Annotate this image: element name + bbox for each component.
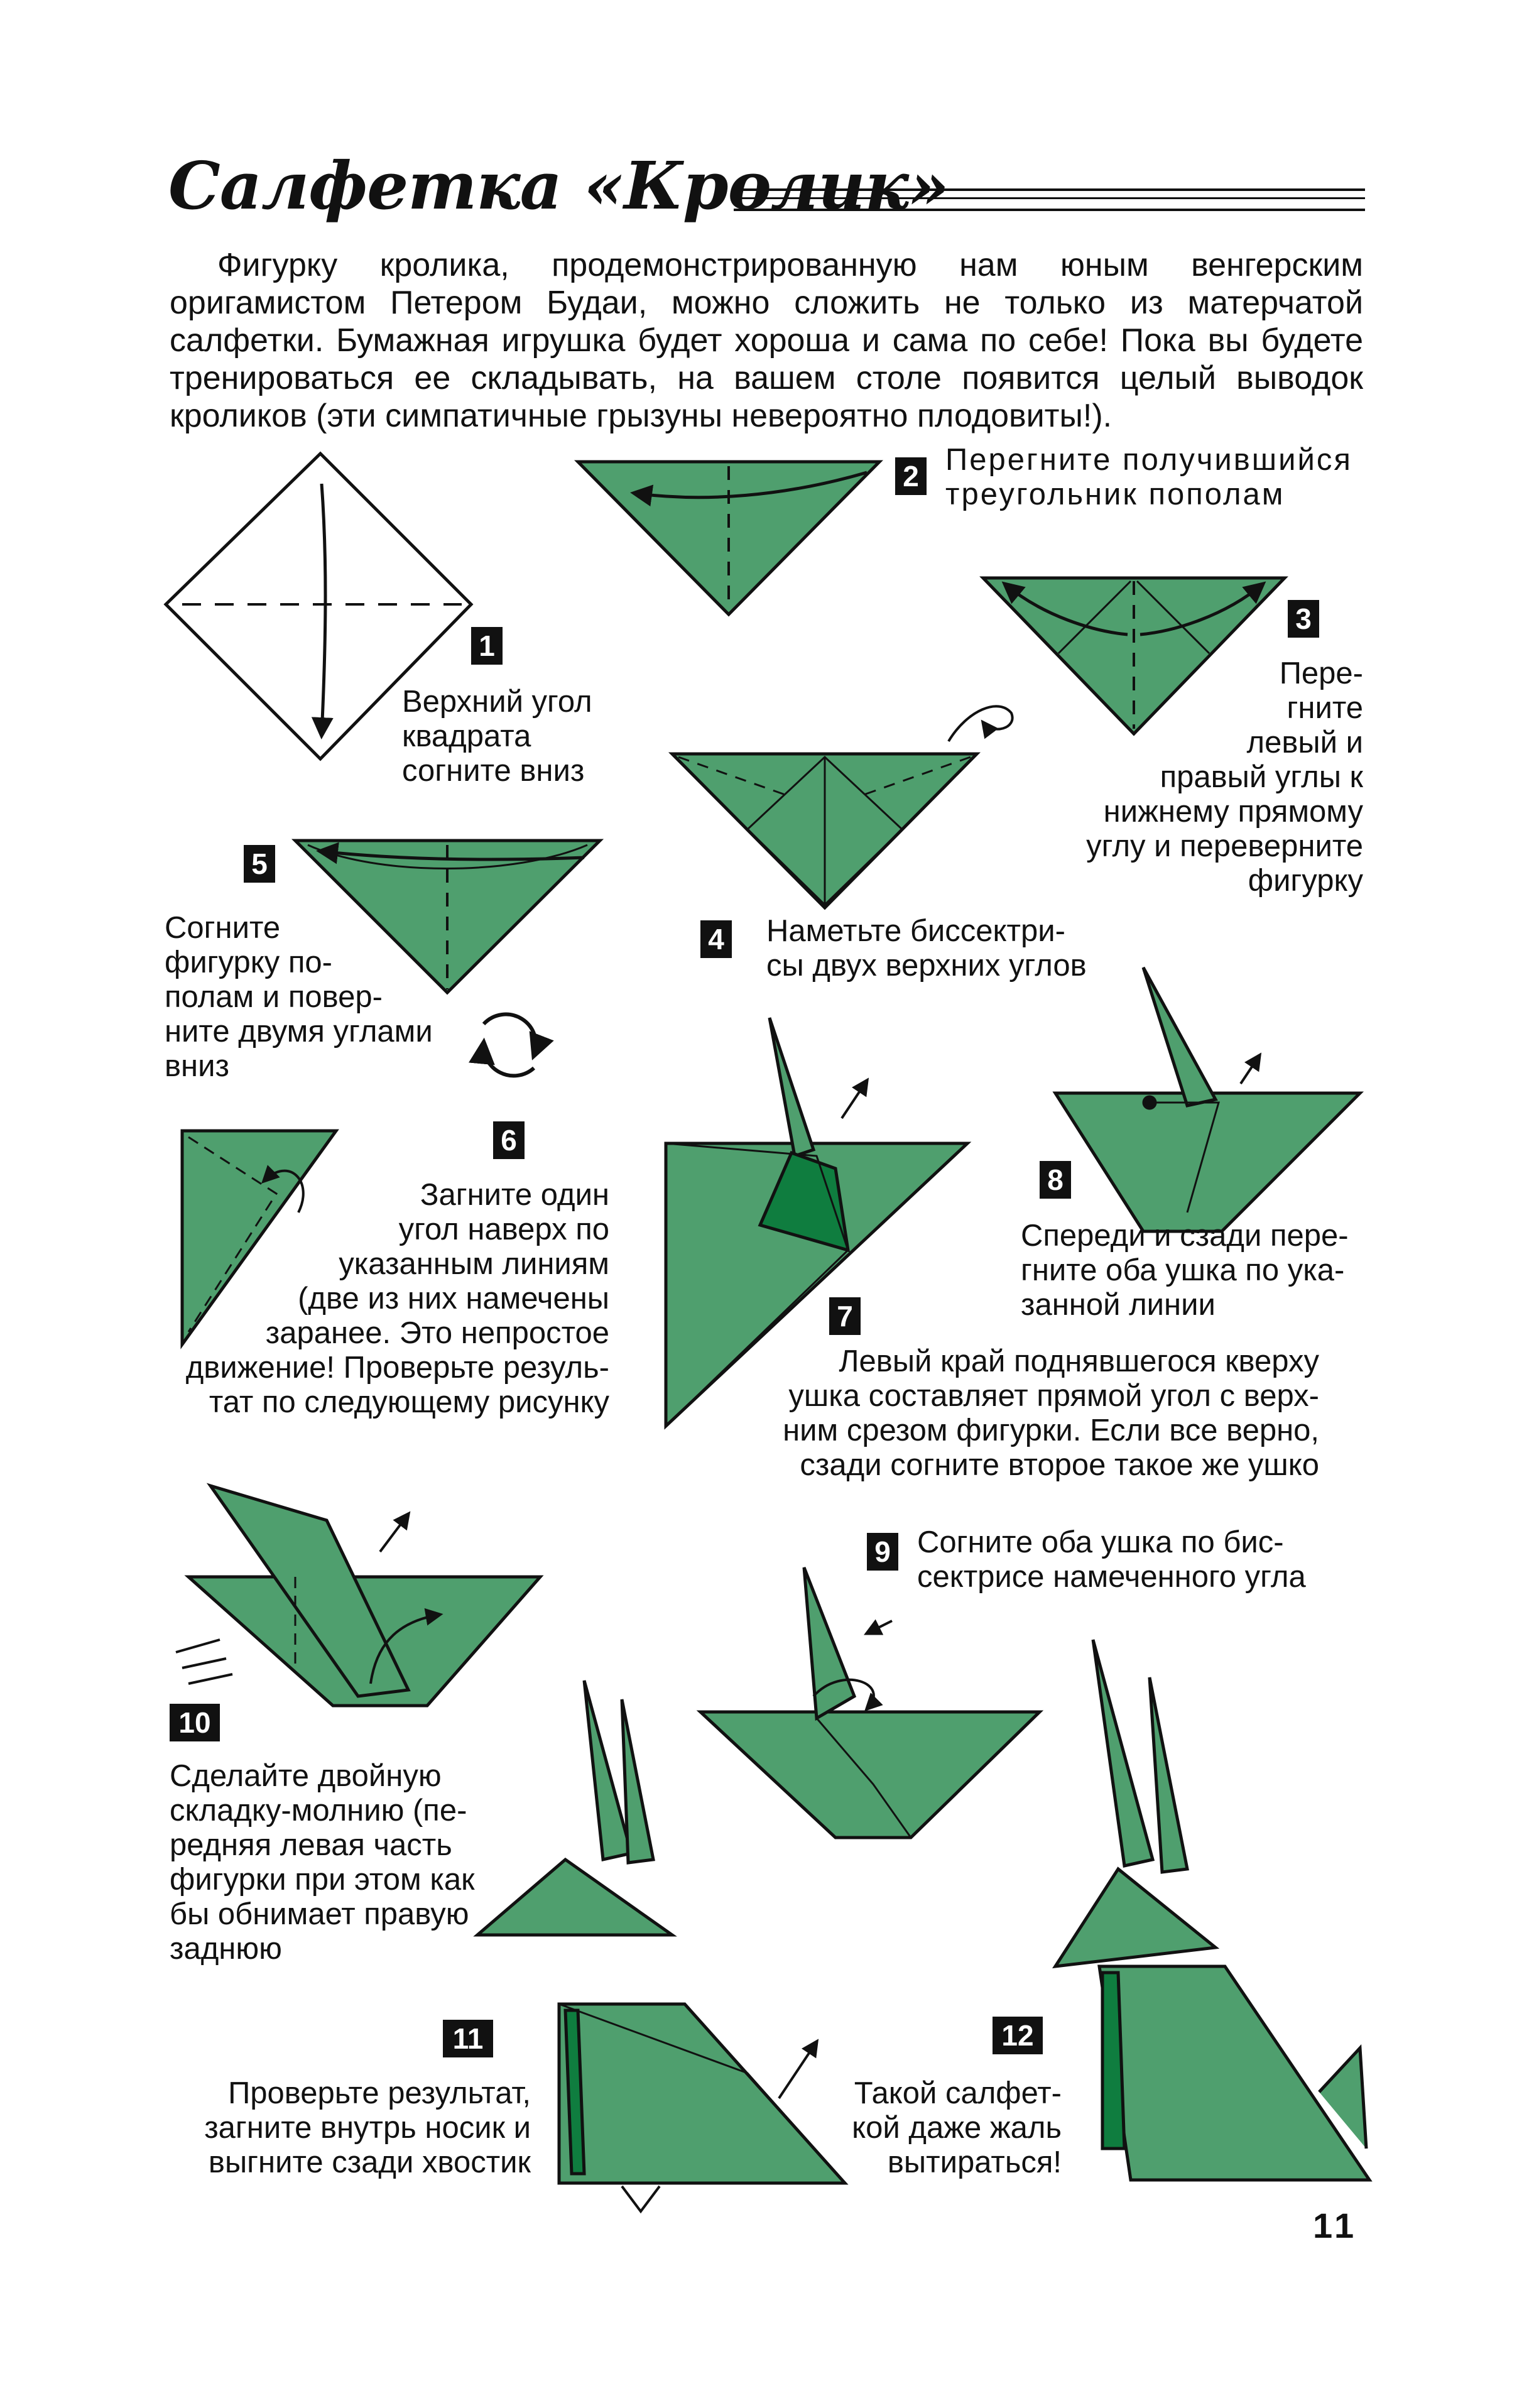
step2-figure [574, 460, 883, 617]
intro-paragraph: Фигурку кролика, продемонстрированную на… [170, 247, 1363, 434]
step8-badge: 8 [1040, 1161, 1071, 1199]
step10-figure [175, 1483, 544, 1708]
step2-caption: Перегните получившийся треугольник попол… [945, 443, 1352, 511]
step7-badge: 7 [829, 1297, 861, 1335]
step6-caption: Загните один угол наверх по указанным ли… [185, 1178, 609, 1419]
step12-badge: 12 [993, 2017, 1043, 2054]
step7-caption: Левый край поднявшегося кверху ушка сост… [783, 1344, 1319, 1482]
step12-figure [1052, 1639, 1373, 2182]
title-rule [734, 188, 1365, 211]
step1-figure [163, 451, 474, 761]
step8-figure [1052, 966, 1364, 1233]
page-number: 11 [1313, 2206, 1358, 2245]
step5-badge: 5 [244, 845, 275, 883]
step1-badge: 1 [471, 627, 503, 665]
step5-figure [291, 839, 604, 995]
rotate-icon [469, 1012, 554, 1078]
step11-figure [473, 1680, 849, 2214]
step3-caption: Пере- гните левый и правый углы к нижнем… [1086, 656, 1363, 898]
step10-badge: 10 [170, 1704, 220, 1741]
step2-badge: 2 [895, 457, 927, 495]
step6-badge: 6 [493, 1121, 525, 1159]
step9-caption: Согните оба ушка по бис- сектрисе намече… [917, 1525, 1306, 1594]
step7-figure [664, 1017, 972, 1430]
step9-figure [696, 1567, 1044, 1839]
step11-caption: Проверьте результат, загните внутрь носи… [204, 2076, 531, 2179]
step10-caption: Сделайте двойную складку-молнию (пе- ред… [170, 1759, 475, 1966]
step1-caption: Верхний угол квадрата согните вниз [402, 685, 592, 788]
step9-badge: 9 [867, 1533, 898, 1571]
page-title: Салфетка «Кролик» [168, 147, 949, 224]
step3-figure [979, 576, 1288, 736]
step4-figure [668, 705, 1014, 910]
step6-figure [180, 1129, 339, 1349]
step4-caption: Наметьте биссектри- сы двух верхних угло… [766, 914, 1087, 983]
step8-caption: Спереди и сзади пере- гните оба ушка по … [1021, 1219, 1349, 1322]
title-row: Салфетка «Кролик» [168, 147, 1365, 224]
step4-badge: 4 [700, 920, 732, 958]
step5-caption: Согните фигурку по- полам и повер- ните … [165, 911, 433, 1083]
step12-caption: Такой салфет- кой даже жаль вытираться! [852, 2076, 1062, 2179]
step3-badge: 3 [1288, 600, 1319, 638]
step11-badge: 11 [443, 2020, 493, 2057]
